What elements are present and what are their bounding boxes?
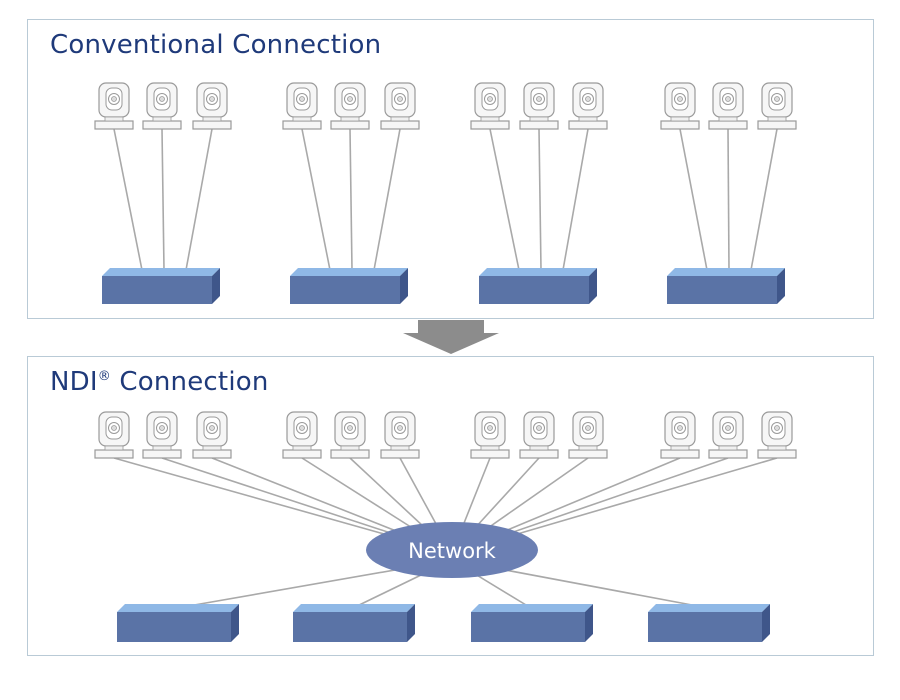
ptz-camera-icon	[519, 411, 559, 459]
ptz-camera-icon	[142, 82, 182, 130]
registered-mark: ®	[97, 369, 111, 384]
conventional-cable	[727, 128, 730, 271]
conventional-cable	[185, 128, 213, 271]
conventional-cable	[373, 128, 401, 271]
ptz-camera-icon	[470, 411, 510, 459]
ndi-camera-cable	[476, 457, 589, 537]
network-ellipse	[366, 522, 538, 578]
conventional-cable	[489, 128, 520, 271]
network-label: Network	[408, 539, 497, 563]
conventional-cable	[113, 128, 143, 271]
ptz-camera-icon	[192, 411, 232, 459]
ptz-camera-icon	[660, 411, 700, 459]
ndi-devices	[117, 604, 770, 642]
ndi-cameras	[94, 411, 797, 459]
switcher-box-icon	[293, 604, 415, 642]
ndi-cables	[113, 457, 778, 609]
ndi-connection-title: NDI® Connection	[50, 367, 269, 397]
ptz-camera-icon	[757, 411, 797, 459]
switcher-box-icon	[648, 604, 770, 642]
conventional-cable	[750, 128, 778, 271]
ndi-camera-cable	[510, 457, 778, 537]
down-arrow-icon	[403, 320, 499, 354]
ndi-camera-cable	[501, 457, 729, 537]
switcher-box-icon	[102, 268, 220, 304]
ptz-camera-icon	[757, 82, 797, 130]
conventional-cables	[113, 128, 778, 271]
switcher-box-icon	[290, 268, 408, 304]
ptz-camera-icon	[568, 411, 608, 459]
conventional-cable	[538, 128, 542, 271]
ptz-camera-icon	[330, 411, 370, 459]
conventional-cable	[562, 128, 589, 271]
ndi-camera-cable	[113, 457, 392, 537]
ndi-title-main: NDI	[50, 367, 98, 397]
ptz-camera-icon	[708, 82, 748, 130]
switcher-box-icon	[471, 604, 593, 642]
ndi-camera-cable	[211, 457, 410, 537]
conventional-cable	[349, 128, 353, 271]
ndi-camera-cable	[161, 457, 401, 537]
ptz-camera-icon	[568, 82, 608, 130]
ptz-camera-icon	[519, 82, 559, 130]
ptz-camera-icon	[330, 82, 370, 130]
switcher-box-icon	[667, 268, 785, 304]
ptz-camera-icon	[380, 82, 420, 130]
ptz-camera-icon	[94, 411, 134, 459]
conventional-cable	[161, 128, 165, 271]
conventional-cable	[679, 128, 708, 271]
ptz-camera-icon	[708, 411, 748, 459]
ptz-camera-icon	[282, 411, 322, 459]
ptz-camera-icon	[660, 82, 700, 130]
ptz-camera-icon	[380, 411, 420, 459]
ptz-camera-icon	[142, 411, 182, 459]
ptz-camera-icon	[94, 82, 134, 130]
switcher-box-icon	[117, 604, 239, 642]
conventional-cameras	[94, 82, 797, 130]
conventional-cable	[301, 128, 331, 271]
ndi-camera-cable	[301, 457, 426, 537]
ptz-camera-icon	[282, 82, 322, 130]
ptz-camera-icon	[470, 82, 510, 130]
ndi-camera-cable	[492, 457, 681, 537]
conventional-connection-title: Conventional Connection	[50, 30, 382, 60]
ndi-camera-cable	[349, 457, 435, 537]
conventional-devices	[102, 268, 785, 304]
ndi-title-rest: Connection	[110, 367, 269, 397]
switcher-box-icon	[479, 268, 597, 304]
ndi-camera-cable	[467, 457, 540, 537]
ptz-camera-icon	[192, 82, 232, 130]
